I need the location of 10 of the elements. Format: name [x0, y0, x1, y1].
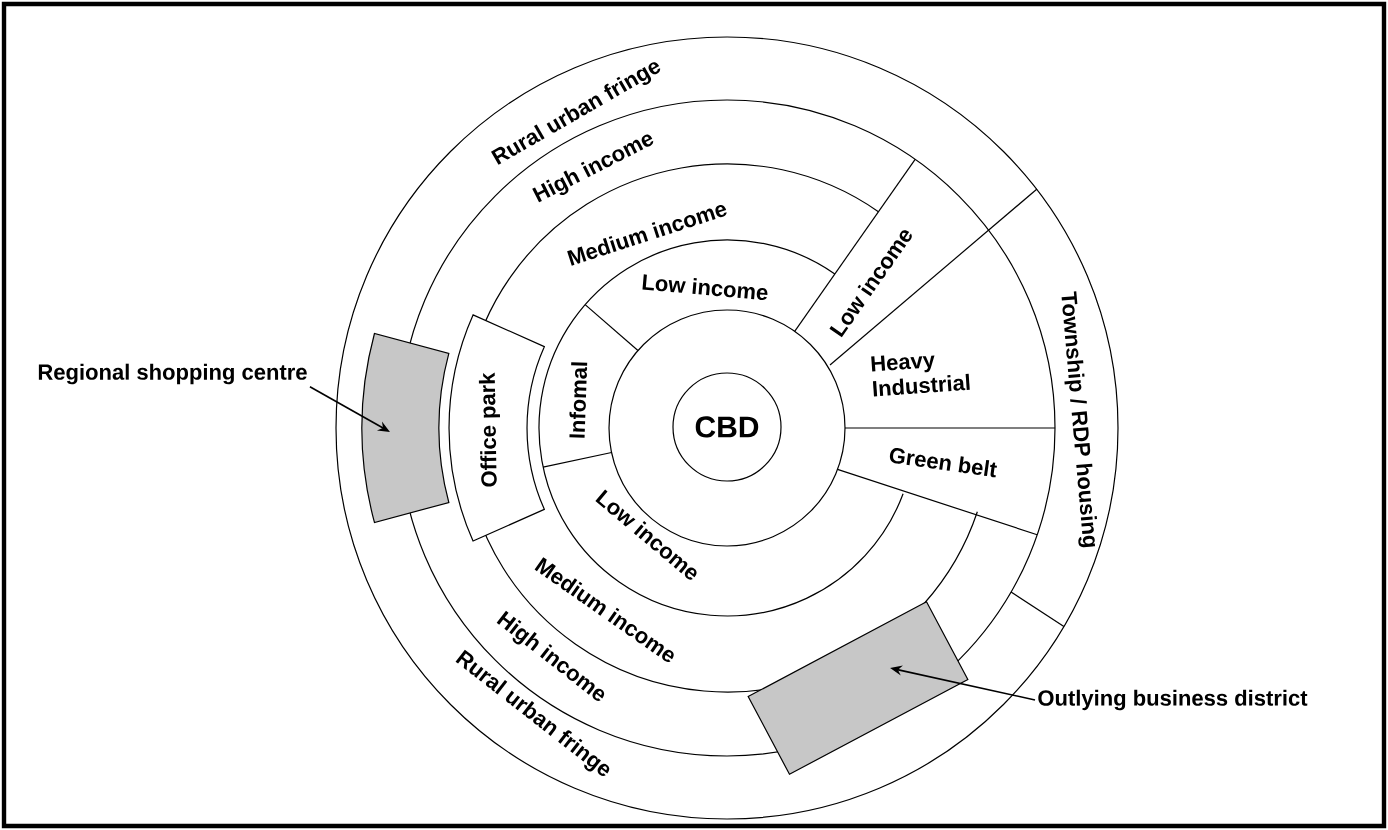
curved-box: Office park: [448, 314, 545, 542]
callout-label: Outlying business district: [1038, 689, 1308, 711]
zone-label: Township / RDP housing: [1061, 291, 1097, 548]
zone-label: Heavy Industrial: [871, 355, 970, 397]
shaded-area: [361, 332, 450, 524]
zone-label: Green belt: [889, 448, 997, 478]
zone-label: Medium income: [567, 205, 727, 266]
zone-label: Infomal: [569, 362, 588, 438]
callout-label: Regional shopping centre: [38, 363, 307, 385]
zone-label: Low income: [642, 274, 768, 301]
